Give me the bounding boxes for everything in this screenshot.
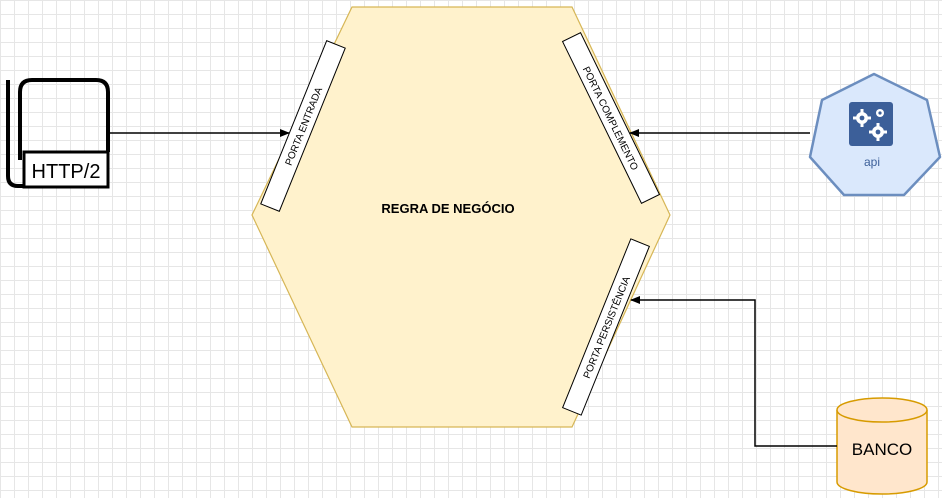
business-rule-label: REGRA DE NEGÓCIO bbox=[381, 201, 514, 216]
port-persistencia-box bbox=[561, 238, 651, 416]
banco-to-persistencia-arrow[interactable] bbox=[630, 296, 837, 447]
port-entrada-box bbox=[260, 40, 346, 212]
http2-label: HTTP/2 bbox=[32, 161, 101, 183]
http2-icon[interactable]: HTTP/2 bbox=[6, 78, 110, 189]
business-rule-hexagon[interactable] bbox=[251, 6, 671, 428]
http2-label-box bbox=[22, 150, 110, 189]
database-label: BANCO bbox=[852, 440, 912, 459]
database-top bbox=[836, 397, 928, 423]
gear-icon bbox=[853, 109, 887, 141]
port-complemento-box bbox=[561, 32, 661, 204]
http2-frame-left bbox=[6, 80, 24, 188]
api-icon[interactable]: api bbox=[808, 72, 942, 197]
database-cylinder[interactable]: BANCO bbox=[836, 397, 928, 495]
api-label: api bbox=[864, 155, 880, 169]
gears-icon bbox=[849, 102, 893, 146]
database-body bbox=[836, 410, 928, 495]
http2-frame bbox=[18, 78, 110, 160]
